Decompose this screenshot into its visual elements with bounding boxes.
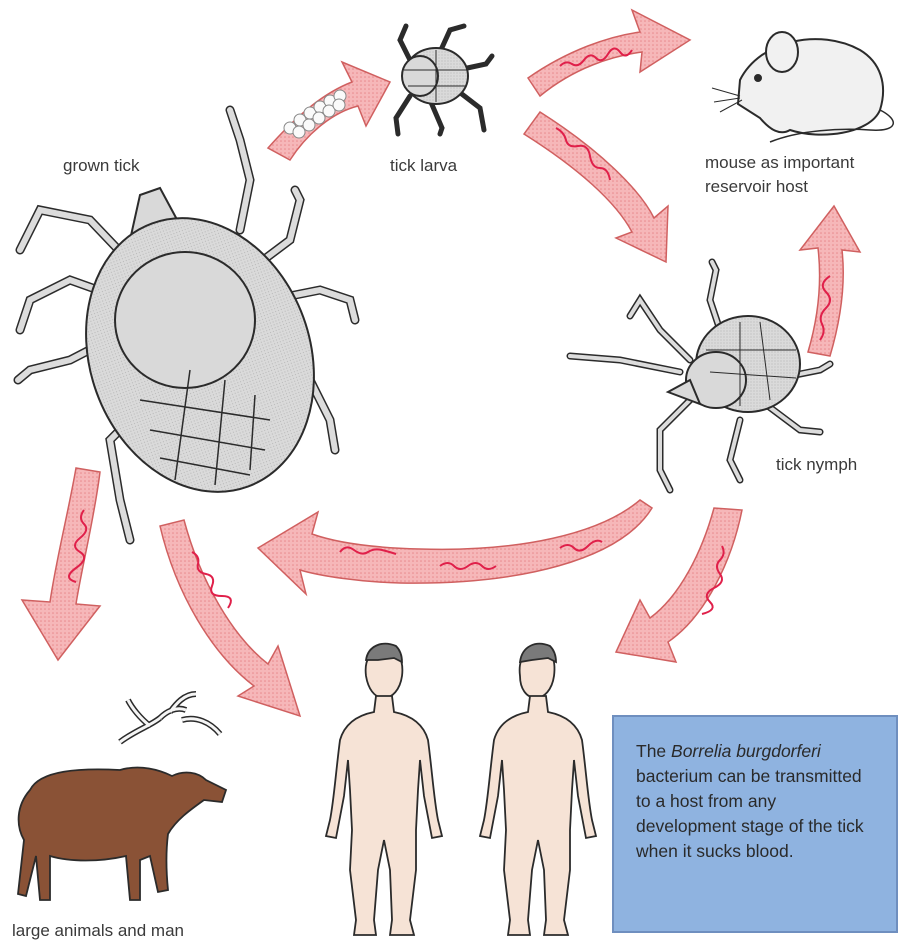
label-tick-nymph: tick nymph: [776, 455, 857, 474]
info-text-rest: bacterium can be transmitted to a host f…: [636, 766, 864, 861]
arrow-nymph-to-grown-tick: [258, 500, 652, 594]
arrow-tick-to-elk: [22, 468, 100, 660]
info-text-species: Borrelia burgdorferi: [671, 741, 821, 761]
label-mouse-line2: reservoir host: [705, 177, 808, 196]
arrow-egg-to-larva: [268, 62, 390, 160]
tick-larva-illustration: [396, 26, 492, 134]
human-figure-left: [326, 644, 442, 935]
info-box: The Borrelia burgdorferi bacterium can b…: [612, 715, 898, 933]
label-large-animals: large animals and man: [12, 921, 184, 940]
label-tick-larva: tick larva: [390, 156, 458, 175]
arrow-larva-to-mouse: [528, 10, 690, 96]
label-grown-tick: grown tick: [63, 156, 140, 175]
label-mouse-line1: mouse as important: [705, 153, 855, 172]
info-text-prefix: The: [636, 741, 671, 761]
mouse-illustration: [712, 32, 893, 142]
elk-illustration: [18, 694, 226, 900]
human-figure-right: [480, 644, 596, 935]
arrow-larva-to-nymph: [524, 112, 668, 262]
arrow-nymph-to-mouse: [800, 206, 860, 356]
arrow-nymph-to-human: [616, 508, 742, 662]
